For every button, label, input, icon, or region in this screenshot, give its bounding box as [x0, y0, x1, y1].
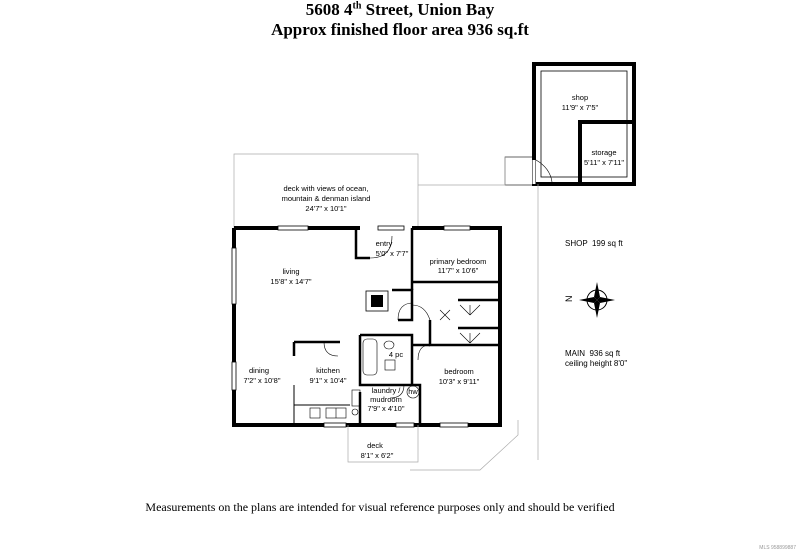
- shop-dims: 11'9" x 7'5": [562, 103, 599, 112]
- dining-label: dining: [249, 366, 269, 375]
- deck-main-dims: 24'7" x 10'1": [305, 204, 346, 213]
- door-swings: [323, 235, 481, 399]
- compass-letter: N: [564, 296, 574, 303]
- disclaimer-footer: Measurements on the plans are intended f…: [145, 500, 615, 514]
- main-area-text: MAIN 936 sq ft: [565, 349, 621, 358]
- shop-building: [504, 62, 636, 186]
- living-dims: 15'8" x 14'7": [270, 277, 311, 286]
- kitchen-fixtures: [309, 389, 361, 419]
- site-outline: [233, 153, 539, 471]
- address-title: 5608 4th Street, Union Bay: [0, 0, 800, 20]
- fireplace-hearth: [365, 290, 389, 312]
- shop-area-text: SHOP 199 sq ft: [565, 239, 623, 248]
- dining-dims: 7'2" x 10'8": [244, 376, 281, 385]
- deck-small-label: deck: [367, 441, 383, 450]
- primary-bedroom-label: primary bedroom: [430, 257, 487, 266]
- ceiling-height-text: ceiling height 8'0": [565, 359, 627, 368]
- deck-main-line2: mountain & denman island: [282, 194, 371, 203]
- entry-dims: 5'0" x 7'7": [376, 249, 409, 258]
- address-rest: Street, Union Bay: [361, 0, 495, 19]
- primary-bedroom-dims: 11'7" x 10'6": [438, 266, 479, 275]
- water-heater-icon: [406, 385, 420, 399]
- compass-icon: [579, 282, 615, 318]
- living-label: living: [282, 267, 299, 276]
- bedroom-label: bedroom: [444, 367, 474, 376]
- address-street: 5608 4: [305, 0, 353, 19]
- bath-fixtures: [362, 338, 396, 376]
- entry-label: entry: [376, 239, 393, 248]
- small-deck-outline: [347, 425, 419, 463]
- deck-small-dims: 8'1" x 6'2": [361, 451, 394, 460]
- hw-label: hw: [408, 387, 418, 396]
- deck-main-line1: deck with views of ocean,: [283, 184, 368, 193]
- storage-dims: 5'11" x 7'11": [584, 158, 624, 167]
- windows: [231, 225, 471, 428]
- bath-label: 4 pc: [389, 350, 403, 359]
- bedroom-dims: 10'3" x 9'11": [439, 377, 480, 386]
- fireplace-icon: [371, 295, 383, 307]
- watermark: MLS 958899887: [759, 545, 796, 551]
- kitchen-label: kitchen: [316, 366, 340, 375]
- laundry-dims: 7'9" x 4'10": [368, 404, 405, 413]
- laundry-label-line2: mudroom: [370, 395, 402, 404]
- laundry-label-line1: laundry /: [372, 386, 402, 395]
- shop-label: shop: [572, 93, 588, 102]
- address-ordinal: th: [352, 0, 362, 12]
- storage-label: storage: [591, 148, 616, 157]
- floor-area-title: Approx finished floor area 936 sq.ft: [271, 20, 529, 39]
- kitchen-dims: 9'1" x 10'4": [310, 376, 347, 385]
